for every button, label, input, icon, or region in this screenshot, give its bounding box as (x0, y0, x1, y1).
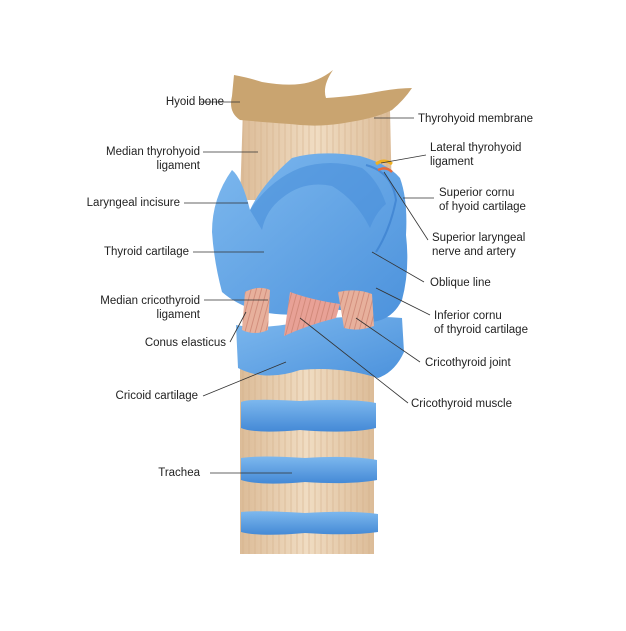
leader-lines (184, 101, 434, 474)
hyoid-bone (231, 70, 412, 126)
laryngeal-prominence (250, 163, 386, 230)
label-superior-laryngeal-nerve: Superior laryngeal nerve and artery (432, 232, 526, 258)
tracheal-ring-2 (241, 456, 377, 484)
label-cricoid-cartilage: Cricoid cartilage (115, 390, 198, 402)
superior-laryngeal-nerve (375, 159, 393, 166)
label-laryngeal-incisure: Laryngeal incisure (86, 197, 180, 209)
tracheal-ring-1 (241, 399, 376, 432)
label-conus-elasticus: Conus elasticus (144, 337, 226, 349)
label-median-cricothyroid-ligament: Median cricothyroid ligament (100, 295, 200, 321)
tracheal-ring-3 (241, 511, 378, 535)
label-median-thyrohyoid-ligament: Median thyrohyoid ligament (106, 146, 200, 172)
trachea (240, 340, 378, 554)
label-inferior-cornu-thyroid: Inferior cornu of thyroid cartilage (434, 310, 528, 336)
label-cricothyroid-joint: Cricothyroid joint (425, 357, 511, 369)
cricoid-cartilage (236, 316, 404, 378)
label-oblique-line: Oblique line (430, 277, 491, 289)
label-trachea: Trachea (158, 467, 200, 479)
label-superior-cornu-hyoid: Superior cornu of hyoid cartilage (439, 187, 526, 213)
label-cricothyroid-muscle: Cricothyroid muscle (411, 398, 512, 410)
label-lateral-thyrohyoid-ligament: Lateral thyrohyoid ligament (430, 142, 522, 168)
label-thyrohyoid-membrane: Thyrohyoid membrane (418, 113, 534, 125)
label-thyroid-cartilage: Thyroid cartilage (103, 246, 189, 258)
label-hyoid-bone: Hyoid bone (165, 96, 224, 108)
